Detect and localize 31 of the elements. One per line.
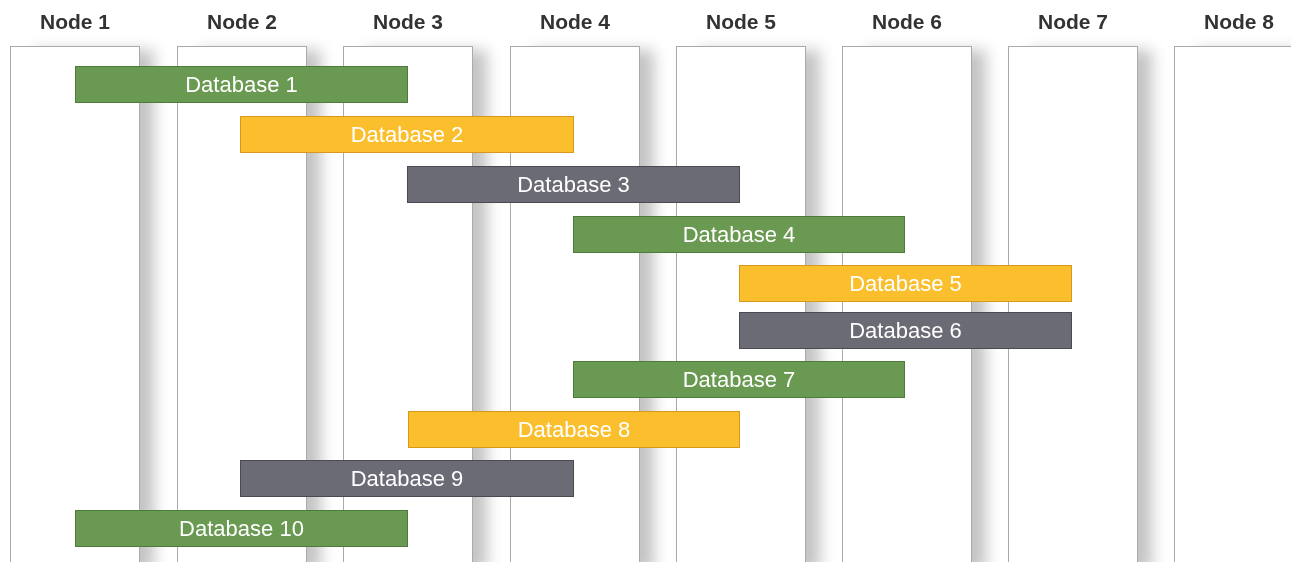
database-bar	[75, 510, 408, 547]
database-bar	[408, 411, 740, 448]
column-heading: Node 4	[539, 10, 611, 34]
database-label: Database 5	[849, 270, 962, 297]
database-bar	[573, 361, 905, 398]
database-bar	[739, 265, 1072, 302]
database-bar	[407, 166, 740, 203]
database-label: Database 9	[350, 465, 464, 492]
column-heading: Node 3	[372, 10, 444, 34]
node-column	[10, 46, 140, 562]
database-bar	[240, 460, 574, 497]
database-bar	[739, 312, 1072, 349]
node-column	[1008, 46, 1138, 562]
column-heading: Node 2	[206, 10, 278, 34]
database-label: Database 10	[179, 515, 304, 542]
database-label: Database 4	[682, 221, 796, 248]
column-heading: Node 6	[871, 10, 943, 34]
column-heading: Node 1	[39, 10, 111, 34]
database-label: Database 7	[682, 366, 796, 393]
column-heading: Node 8	[1203, 10, 1275, 34]
node-column	[1174, 46, 1291, 562]
column-heading: Node 7	[1037, 10, 1109, 34]
database-bar	[75, 66, 408, 103]
database-label: Database 8	[517, 416, 631, 443]
database-label: Database 6	[849, 317, 962, 344]
database-bar	[240, 116, 574, 153]
database-label: Database 2	[350, 121, 464, 148]
database-bar	[573, 216, 905, 253]
database-label: Database 1	[185, 71, 298, 98]
database-label: Database 3	[517, 171, 630, 198]
column-heading: Node 5	[705, 10, 777, 34]
